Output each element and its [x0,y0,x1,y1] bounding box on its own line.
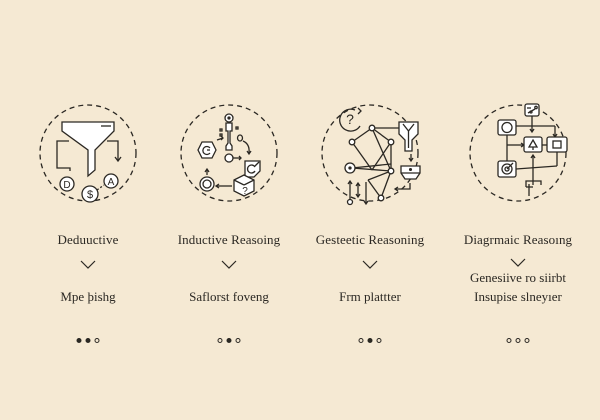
pagination-dot[interactable] [376,338,382,343]
pagination-dot[interactable] [226,338,232,343]
cycle-process-icon: ? [174,98,284,208]
pagination-dot[interactable] [235,338,241,343]
card-title: Inductive Reasoing [177,232,281,247]
pagination-dot[interactable] [506,338,512,343]
pagination-dots [217,338,241,343]
card-subtitle: Insupise slneyıer [474,289,562,304]
card-subtitle: Mpe þishg [60,289,116,304]
card-title: Diagrmaic Reasoıng [463,232,573,247]
pagination-dot[interactable] [367,338,373,343]
pagination-dots [76,338,100,343]
reasoning-card-diagrammatic: Diagrmaic Reasoıng Genesiive ro siirbt I… [443,0,593,420]
chevron-down-icon[interactable] [510,258,526,268]
svg-text:?: ? [242,186,248,197]
svg-text:?: ? [346,111,354,127]
svg-text:A: A [108,177,115,188]
pagination-dot[interactable] [76,338,82,343]
pagination-dot[interactable] [85,338,91,343]
pagination-dots [358,338,382,343]
svg-text:D: D [63,180,70,191]
reasoning-card-gesteetic: ? [295,0,445,420]
card-description: Genesiive ro siirbt [469,270,567,285]
network-graph-icon: ? [315,98,425,208]
funnel-icon: D $ A [33,98,143,208]
pagination-dot[interactable] [358,338,364,343]
chevron-down-icon[interactable] [80,260,96,270]
pagination-dots [506,338,530,343]
pagination-dot[interactable] [94,338,100,343]
card-subtitle: Saflorst foveng [189,289,269,304]
pagination-dot[interactable] [217,338,223,343]
pagination-dot[interactable] [524,338,530,343]
chevron-down-icon[interactable] [221,260,237,270]
card-title: Gesteetic Reasoning [315,232,425,247]
flowchart-icon [463,98,573,208]
reasoning-card-deductive: D $ A Deduuctive Mpe þishg [13,0,163,420]
chevron-down-icon[interactable] [362,260,378,270]
card-subtitle: Frm plattter [339,289,401,304]
card-title: Deduuctive [57,232,119,247]
pagination-dot[interactable] [515,338,521,343]
svg-text:$: $ [87,189,93,201]
reasoning-card-inductive: ? Inductive Reasoing Saflorst foveng [154,0,304,420]
